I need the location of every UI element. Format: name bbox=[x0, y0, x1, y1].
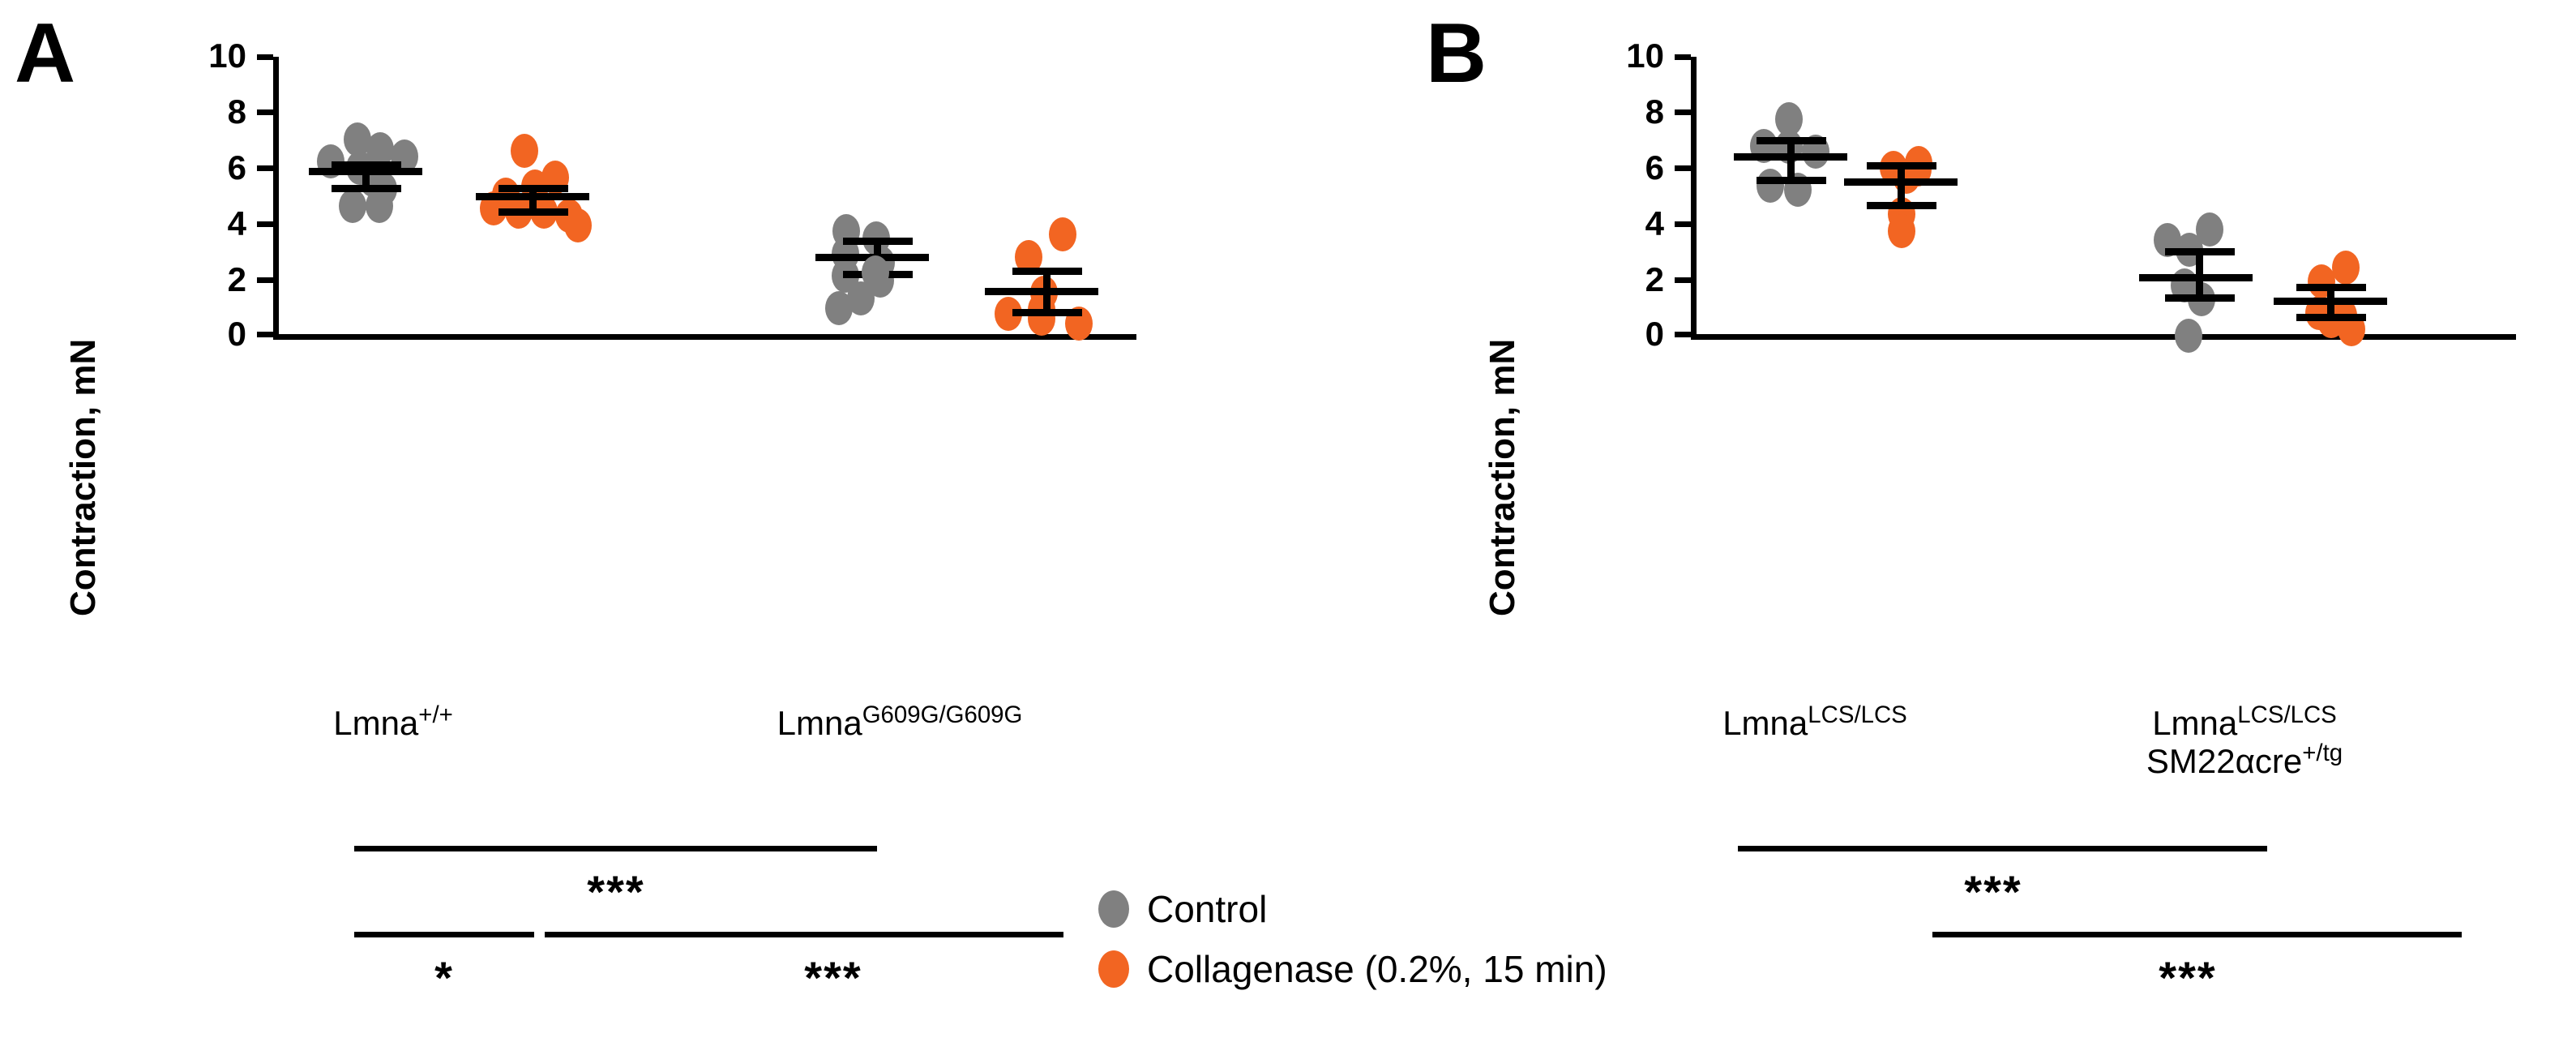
legend-label-control: Control bbox=[1147, 888, 1268, 930]
data-point bbox=[511, 134, 538, 168]
data-point bbox=[2332, 251, 2360, 285]
x-axis-label-group-2-a: LmnaG609G/G609G bbox=[648, 701, 1151, 742]
error-bar-lower-cap bbox=[1757, 177, 1826, 184]
circle-marker-icon bbox=[1098, 890, 1129, 928]
y-tick-10-a bbox=[257, 54, 273, 60]
significance-stars-3-a: *** bbox=[804, 952, 862, 1003]
mean-line bbox=[2274, 298, 2387, 305]
y-tick-4-b bbox=[1675, 221, 1691, 227]
error-bar-stem bbox=[362, 161, 370, 191]
data-point bbox=[2175, 319, 2202, 353]
data-point bbox=[1757, 169, 1784, 203]
y-ticklabel-10-b: 10 bbox=[1626, 36, 1664, 75]
mean-line bbox=[476, 193, 589, 200]
error-bar-stem bbox=[1787, 137, 1795, 184]
y-ticklabel-2-a: 2 bbox=[227, 260, 246, 298]
x-label-superscript: G609G/G609G bbox=[862, 701, 1023, 728]
y-tick-2-a bbox=[257, 277, 273, 283]
y-ticklabel-8-a: 8 bbox=[227, 92, 246, 131]
y-ticklabel-2-b: 2 bbox=[1645, 260, 1664, 298]
x-label-base-2: SM22αcre bbox=[2146, 742, 2303, 781]
data-point bbox=[339, 189, 366, 223]
y-tick-0-a bbox=[257, 332, 273, 337]
panel-b: B Contraction, mN 10 8 6 4 2 0 bbox=[1288, 0, 2576, 1038]
y-tick-6-b bbox=[1675, 165, 1691, 171]
x-label-superscript-2: +/tg bbox=[2302, 740, 2343, 767]
x-axis-line-a bbox=[273, 334, 1136, 340]
y-axis-line-b bbox=[1691, 57, 1697, 340]
data-point bbox=[1028, 302, 1055, 336]
y-ticklabel-4-b: 4 bbox=[1645, 204, 1664, 242]
mean-line bbox=[2139, 274, 2253, 281]
y-axis-label-a: Contraction, mN bbox=[63, 338, 103, 616]
error-bar-lower-cap bbox=[1012, 309, 1082, 316]
x-axis-label-group-1-a: Lmna+/+ bbox=[211, 701, 576, 742]
significance-stars-1-b: *** bbox=[1964, 866, 2022, 917]
data-point bbox=[1888, 214, 1915, 248]
data-point bbox=[1049, 217, 1076, 251]
error-bar-lower-cap bbox=[332, 185, 401, 192]
panel-letter-a: A bbox=[15, 6, 75, 101]
error-bar-lower-cap bbox=[1867, 202, 1936, 209]
x-label-superscript: LCS/LCS bbox=[2237, 701, 2337, 728]
x-label-superscript: +/+ bbox=[418, 701, 453, 728]
error-bar-stem bbox=[1898, 162, 1905, 209]
panel-letter-b: B bbox=[1426, 6, 1487, 101]
significance-bar-1-b bbox=[1738, 846, 2267, 851]
panel-a: A Contraction, mN 10 8 6 4 2 0 bbox=[15, 6, 1151, 1003]
x-label-line-1: LmnaLCS/LCS bbox=[2042, 701, 2447, 742]
data-point bbox=[366, 189, 393, 223]
y-tick-10-b bbox=[1675, 54, 1691, 60]
significance-bar-2-a bbox=[354, 932, 534, 937]
data-point bbox=[564, 208, 592, 242]
y-ticklabel-0-b: 0 bbox=[1645, 315, 1664, 353]
x-label-line-2: SM22αcre+/tg bbox=[2042, 740, 2447, 781]
error-bar-lower-cap bbox=[499, 208, 568, 216]
significance-stars-1-a: *** bbox=[587, 866, 645, 917]
legend-item-collagenase: Collagenase (0.2%, 15 min) bbox=[1098, 950, 1607, 988]
significance-stars-2-b: *** bbox=[2159, 952, 2217, 1003]
x-label-base: Lmna bbox=[1722, 704, 1808, 742]
y-ticklabel-0-a: 0 bbox=[227, 315, 246, 353]
y-tick-2-b bbox=[1675, 277, 1691, 283]
x-label-base: Lmna bbox=[777, 704, 862, 742]
x-label-superscript: LCS/LCS bbox=[1808, 701, 1907, 728]
y-tick-4-a bbox=[257, 221, 273, 227]
y-ticklabel-8-b: 8 bbox=[1645, 92, 1664, 131]
significance-bar-2-b bbox=[1932, 932, 2462, 937]
significance-bar-3-a bbox=[545, 932, 1063, 937]
x-label-base: Lmna bbox=[2152, 704, 2238, 742]
x-axis-label-group-1-b: LmnaLCS/LCS bbox=[1612, 701, 2018, 742]
mean-line bbox=[985, 288, 1098, 295]
y-tick-8-a bbox=[257, 109, 273, 115]
error-bar-lower-cap bbox=[2165, 294, 2235, 302]
x-axis-line-b bbox=[1691, 334, 2516, 340]
y-axis-line-a bbox=[273, 57, 279, 340]
significance-bar-1-a bbox=[354, 846, 877, 851]
data-point bbox=[862, 255, 889, 290]
y-tick-8-b bbox=[1675, 109, 1691, 115]
mean-line bbox=[309, 168, 422, 175]
mean-line bbox=[1844, 178, 1958, 186]
y-ticklabel-4-a: 4 bbox=[227, 204, 246, 242]
y-ticklabel-10-a: 10 bbox=[208, 36, 246, 75]
y-tick-6-a bbox=[257, 165, 273, 171]
y-tick-0-b bbox=[1675, 332, 1691, 337]
circle-marker-icon bbox=[1098, 950, 1129, 988]
data-point bbox=[825, 291, 853, 325]
error-bar-lower-cap bbox=[2296, 314, 2366, 321]
mean-line bbox=[1734, 153, 1847, 161]
legend-item-control: Control bbox=[1098, 890, 1267, 928]
y-axis-label-b: Contraction, mN bbox=[1483, 338, 1522, 616]
y-ticklabel-6-b: 6 bbox=[1645, 148, 1664, 187]
x-label-base: Lmna bbox=[333, 704, 419, 742]
x-axis-label-group-2-b: LmnaLCS/LCS SM22αcre+/tg bbox=[2042, 701, 2447, 781]
y-ticklabel-6-a: 6 bbox=[227, 148, 246, 187]
significance-stars-2-a: * bbox=[434, 952, 454, 1003]
legend-label-collagenase: Collagenase (0.2%, 15 min) bbox=[1147, 948, 1607, 990]
